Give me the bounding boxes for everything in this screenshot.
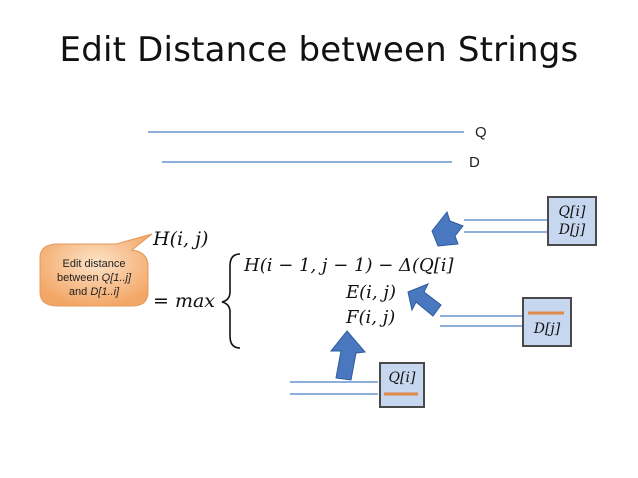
box-bottom: Q[i]: [379, 362, 425, 408]
sequence-d-label: D: [469, 154, 480, 171]
box-top-right-d: D[j]: [558, 222, 586, 238]
slide-title: Edit Distance between Strings: [59, 30, 579, 70]
box-bottom-q: Q[i]: [388, 370, 416, 386]
formula-lhs: H(i, j): [153, 228, 209, 250]
formula-case-2: E(i, j): [346, 282, 396, 303]
arrow-middle-right: [407, 283, 442, 317]
arrow-bottom: [329, 330, 366, 381]
left-brace: [221, 253, 241, 349]
callout-text: Edit distance between Q[1..j] and D[1..i…: [42, 257, 146, 299]
formula-case-3: F(i, j): [346, 307, 396, 328]
callout-line-2: between Q[1..j]: [57, 272, 131, 284]
box-middle-right-d: D[j]: [533, 321, 561, 337]
formula-case-1: H(i − 1, j − 1) − Δ(Q[i]: [244, 255, 454, 276]
callout-line-3: and D[1..i]: [68, 286, 120, 298]
callout-shape: [39, 233, 153, 307]
box-top-right: Q[i] D[j]: [547, 196, 597, 246]
box-top-right-q: Q[i]: [558, 204, 586, 220]
formula-max: = max: [153, 290, 216, 312]
arrow-top-right: [431, 210, 464, 247]
sequence-q-label: Q: [475, 124, 487, 141]
box-middle-right: D[j]: [522, 297, 572, 347]
callout-line-1: Edit distance: [62, 258, 126, 270]
